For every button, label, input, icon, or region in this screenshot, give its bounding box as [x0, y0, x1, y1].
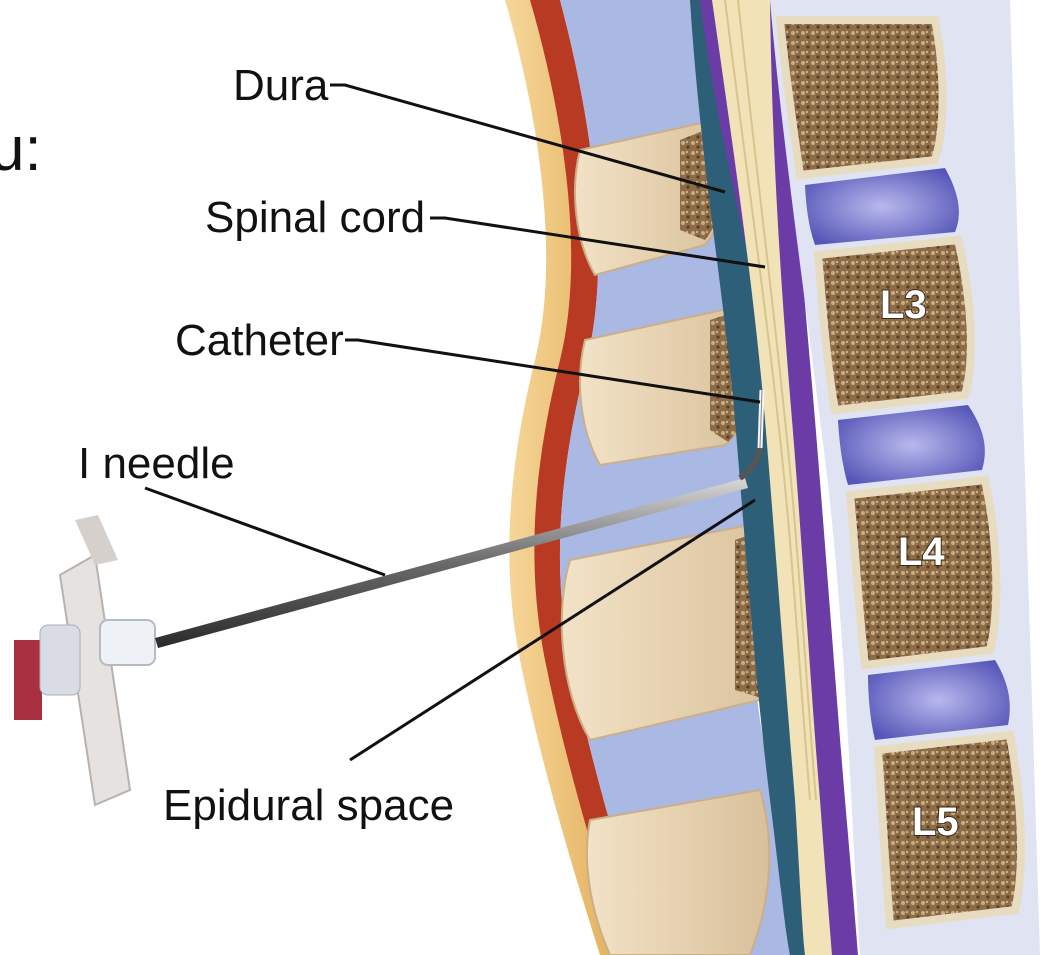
label-needle: I needle — [78, 439, 235, 488]
vertebra-l2 — [780, 20, 943, 175]
vertebra-label-l5: L5 — [912, 800, 959, 844]
catheter-icon — [760, 390, 762, 448]
label-spinal-cord: Spinal cord — [205, 193, 425, 242]
label-catheter: Catheter — [175, 316, 344, 365]
needle-leader — [145, 488, 385, 575]
vertebra-label-l3: L3 — [880, 283, 927, 327]
slide-fragment-text: u: — [0, 115, 42, 184]
vertebra-label-l4: L4 — [898, 530, 945, 574]
label-epidural-space: Epidural space — [163, 781, 454, 830]
syringe-hub-icon — [14, 515, 155, 805]
label-dura: Dura — [233, 61, 329, 110]
